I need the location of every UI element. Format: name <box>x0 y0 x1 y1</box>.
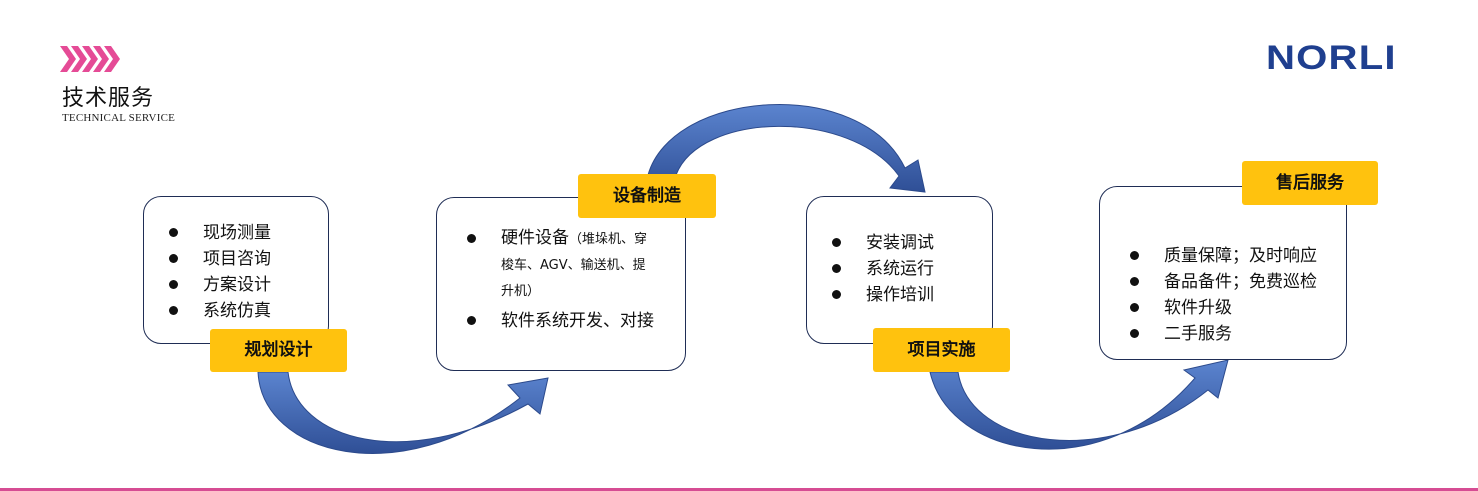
stage-label-planning: 规划设计 <box>210 329 347 372</box>
list-item-note: （堆垛机、穿梭车、AGV、输送机、提升机） <box>501 232 648 299</box>
page-title: 技术服务 <box>62 86 155 111</box>
list-item: 质量保障；及时响应 <box>1130 243 1346 269</box>
stage-box-after-sales: 质量保障；及时响应 备品备件；免费巡检 软件升级 二手服务 <box>1099 186 1347 360</box>
stage-label-after-sales: 售后服务 <box>1242 161 1378 205</box>
stage-box-planning: 现场测量 项目咨询 方案设计 系统仿真 <box>143 196 329 344</box>
list-item: 备品备件；免费巡检 <box>1130 269 1346 295</box>
arrow-1 <box>257 371 549 454</box>
chevrons-icon <box>60 46 120 72</box>
list-item: 项目咨询 <box>169 246 328 272</box>
list-item: 硬件设备（堆垛机、穿梭车、AGV、输送机、提升机） <box>467 226 657 304</box>
list-item: 系统仿真 <box>169 298 328 324</box>
norli-logo: NORLI <box>1266 39 1397 77</box>
list-item: 二手服务 <box>1130 321 1346 347</box>
arrow-2 <box>647 104 926 193</box>
stage-box-manufacturing: 硬件设备（堆垛机、穿梭车、AGV、输送机、提升机） 软件系统开发、对接 <box>436 197 686 371</box>
list-item: 系统运行 <box>832 256 992 282</box>
bottom-accent-line <box>0 488 1478 491</box>
list-item: 方案设计 <box>169 272 328 298</box>
page-subtitle: TECHNICAL SERVICE <box>62 112 176 124</box>
list-item: 软件升级 <box>1130 295 1346 321</box>
list-item: 现场测量 <box>169 220 328 246</box>
list-item: 软件系统开发、对接 <box>467 308 657 334</box>
arrow-3 <box>929 359 1229 450</box>
stage-label-implementation: 项目实施 <box>873 328 1010 372</box>
list-item: 操作培训 <box>832 282 992 308</box>
stage-box-implementation: 安装调试 系统运行 操作培训 <box>806 196 993 344</box>
stage-label-manufacturing: 设备制造 <box>578 174 716 218</box>
list-item: 安装调试 <box>832 230 992 256</box>
